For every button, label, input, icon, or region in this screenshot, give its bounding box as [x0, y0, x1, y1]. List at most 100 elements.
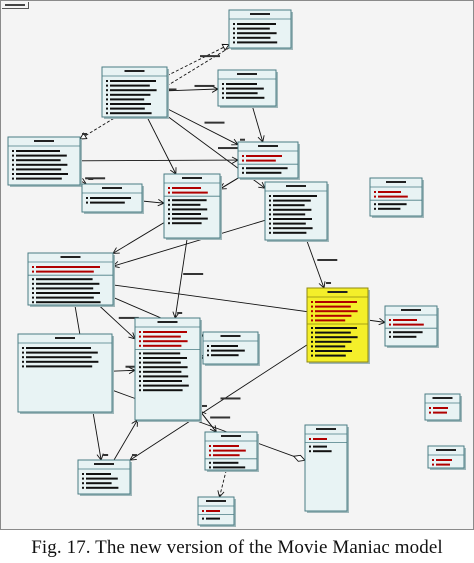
attribute-bullet: [106, 107, 108, 110]
operation-text: [393, 335, 417, 338]
attribute-text: [213, 454, 240, 457]
operation-bullet: [311, 354, 313, 357]
operation-text: [246, 167, 288, 170]
class-box-body: [384, 305, 438, 347]
operation-bullet: [168, 213, 170, 215]
attribute-text: [273, 227, 313, 230]
attribute-text: [315, 301, 357, 303]
attribute-text: [36, 266, 100, 268]
attribute-bullet: [222, 87, 224, 90]
attribute-text: [110, 84, 150, 87]
operation-text: [172, 208, 208, 211]
attribute-bullet: [222, 96, 224, 99]
operation-text: [36, 287, 94, 290]
attribute-bullet: [311, 319, 313, 322]
attribute-text: [211, 354, 239, 357]
class-box: [7, 136, 82, 187]
attribute-bullet: [106, 84, 108, 87]
attribute-text: [273, 222, 306, 225]
attribute-bullet: [12, 168, 14, 171]
attribute-bullet: [209, 454, 211, 457]
class-box: [228, 9, 293, 50]
role-label: [85, 177, 106, 180]
class-stereotype: [327, 291, 348, 293]
operation-bullet: [168, 222, 170, 225]
attribute-bullet: [168, 191, 170, 194]
class-boxes: [7, 9, 466, 527]
attribute-text: [143, 344, 182, 347]
class-stereotype: [157, 321, 178, 323]
attribute-text: [110, 89, 157, 92]
attribute-text: [246, 159, 276, 162]
role-label: [200, 55, 220, 58]
realization-arrowhead: [79, 132, 88, 140]
operation-text: [213, 466, 246, 469]
attribute-text: [436, 463, 450, 466]
attribute-bullet: [269, 195, 271, 197]
class-stereotype: [401, 309, 421, 311]
operation-bullet: [32, 292, 34, 294]
class-diagram: [7, 9, 466, 527]
attribute-text: [273, 195, 317, 197]
operation-text: [143, 380, 182, 382]
attribute-text: [143, 340, 188, 343]
attribute-bullet: [207, 349, 209, 352]
operation-text: [172, 203, 201, 206]
multiplicity-label: [103, 454, 109, 456]
class-stereotype: [436, 449, 456, 451]
operation-bullet: [374, 203, 376, 206]
class-stereotype: [316, 428, 336, 430]
class-stereotype: [124, 70, 145, 72]
attribute-text: [273, 213, 306, 216]
operation-bullet: [242, 171, 244, 174]
class-stereotype: [206, 500, 226, 502]
attribute-bullet: [12, 177, 14, 180]
association-line: [199, 410, 217, 433]
attribute-text: [436, 459, 452, 461]
attribute-text: [315, 305, 351, 308]
class-stereotype: [432, 397, 453, 399]
class-stereotype: [220, 335, 241, 337]
attribute-text: [16, 168, 62, 171]
class-box-body: [134, 317, 201, 421]
attribute-bullet: [106, 93, 108, 96]
attribute-text: [110, 93, 151, 96]
operation-text: [143, 357, 187, 359]
class-stereotype: [94, 463, 114, 465]
attribute-bullet: [139, 340, 141, 343]
attribute-text: [110, 80, 156, 82]
attribute-bullet: [269, 213, 271, 216]
multiplicity-label: [132, 454, 137, 457]
operation-bullet: [32, 282, 34, 285]
class-stereotype: [55, 337, 75, 339]
operation-text: [206, 517, 220, 520]
operation-text: [143, 375, 189, 378]
operation-text: [36, 278, 93, 281]
class-box: [27, 252, 115, 307]
class-box: [202, 331, 260, 366]
attribute-bullet: [389, 319, 391, 321]
attribute-bullet: [106, 80, 108, 82]
attribute-bullet: [309, 438, 311, 440]
association-line: [166, 88, 219, 92]
operation-text: [172, 199, 207, 202]
operation-text: [378, 207, 401, 210]
attribute-bullet: [32, 270, 34, 273]
operation-text: [315, 340, 352, 343]
attribute-bullet: [233, 32, 235, 35]
class-box-body: [427, 445, 465, 469]
operation-bullet: [139, 357, 141, 359]
attribute-bullet: [12, 173, 14, 175]
operation-bullet: [168, 203, 170, 206]
class-box: [237, 141, 300, 180]
class-stereotype: [237, 73, 257, 75]
attribute-text: [86, 473, 111, 475]
attribute-bullet: [311, 310, 313, 313]
role-label: [218, 147, 238, 150]
multiplicity-label: [202, 404, 207, 407]
operation-bullet: [139, 380, 141, 382]
operation-bullet: [374, 207, 376, 210]
role-label: [183, 273, 204, 275]
class-stereotype: [386, 181, 406, 183]
operation-bullet: [32, 278, 34, 281]
